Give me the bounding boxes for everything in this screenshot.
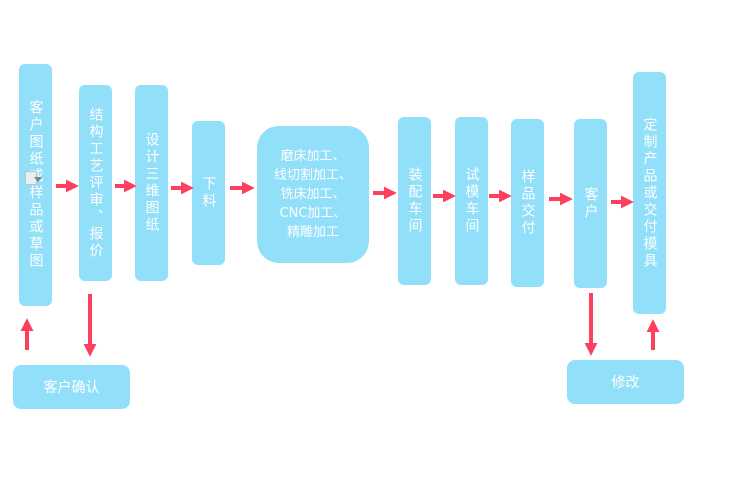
node-label: 客户图纸或样品或草图 [27,100,44,270]
dropdown-icon [25,171,42,185]
node-customer-drawing: 客户图纸或样品或草图 [19,64,52,306]
node-structure-review: 结构工艺评审、报价 [79,85,112,281]
node-label: 磨床加工、 线切割加工、 铣床加工、 CNC加工、 精雕加工 [273,149,352,240]
node-label: 客户 [582,186,599,221]
node-label: 试模车间 [463,167,480,235]
node-label: 装配车间 [406,167,423,235]
node-customer-confirm: 客户确认 [13,365,130,409]
node-modify: 修改 [567,360,684,404]
node-label: 设计三维图纸 [143,132,160,234]
node-label: 修改 [611,375,640,391]
node-trial-mold: 试模车间 [455,117,488,285]
node-label: 样品交付 [519,169,536,237]
node-label: 客户确认 [43,380,100,396]
node-machining: 磨床加工、 线切割加工、 铣床加工、 CNC加工、 精雕加工 [257,126,369,263]
node-sample-delivery: 样品交付 [511,119,544,287]
node-label: 定制产品或交付模具 [641,116,658,270]
node-cutting: 下料 [192,121,225,265]
node-custom-delivery: 定制产品或交付模具 [633,72,666,314]
node-customer: 客户 [574,119,607,288]
node-design-3d: 设计三维图纸 [135,85,168,281]
node-label: 下料 [200,176,217,210]
node-assembly: 装配车间 [398,117,431,285]
node-label: 结构工艺评审、报价 [87,106,104,260]
